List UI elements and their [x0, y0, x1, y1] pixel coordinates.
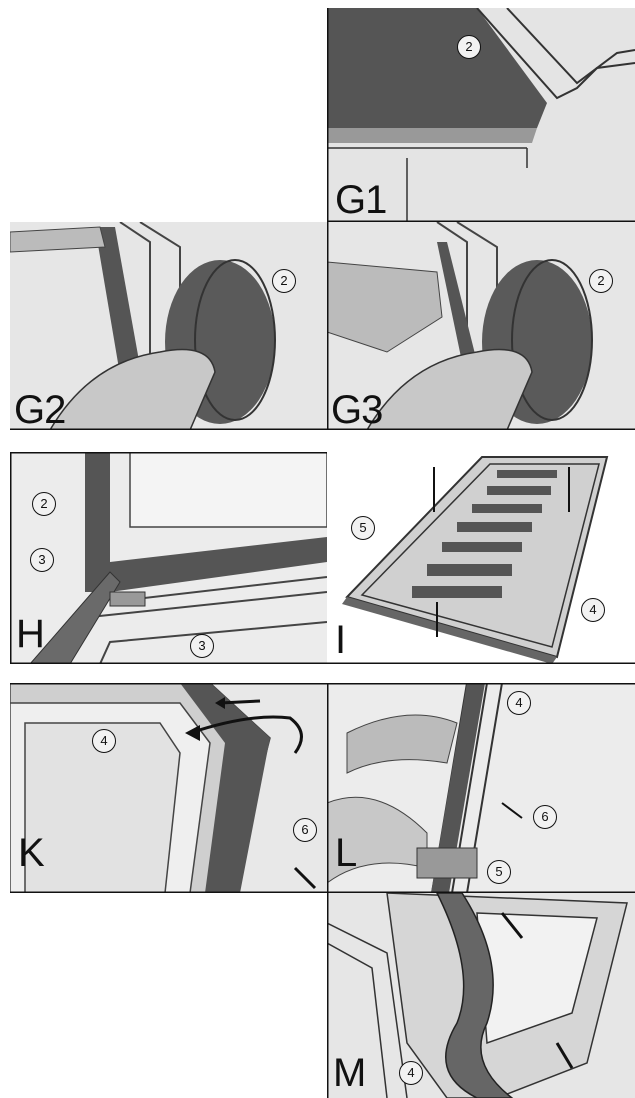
callout-5: 5 — [351, 516, 375, 540]
panel-m: 4 M — [327, 893, 635, 1098]
callout-2: 2 — [457, 35, 481, 59]
callout-6: 6 — [533, 805, 557, 829]
callout-3: 3 — [30, 548, 54, 572]
panel-g2: 2 G2 — [10, 222, 327, 430]
callout-2: 2 — [32, 492, 56, 516]
oven-seal-illustration-i — [327, 452, 635, 664]
panel-label-g3: G3 — [331, 388, 383, 430]
panel-k: 4 6 K — [10, 683, 327, 893]
callout-4: 4 — [581, 598, 605, 622]
panel-g1: 2 G1 — [327, 8, 635, 222]
callout-4: 4 — [507, 691, 531, 715]
panel-i: 5 4 I — [327, 452, 635, 664]
oven-seal-illustration-g1 — [327, 8, 635, 222]
panel-label-g1: G1 — [335, 178, 387, 222]
oven-seal-illustration-k — [10, 683, 327, 893]
oven-seal-illustration-l — [327, 683, 635, 893]
callout-4: 4 — [399, 1061, 423, 1085]
panel-label-i: I — [335, 618, 346, 662]
panel-g3: 2 G3 — [327, 222, 635, 430]
oven-seal-illustration-g2 — [10, 222, 327, 430]
panel-label-l: L — [335, 831, 357, 875]
callout-2: 2 — [272, 269, 296, 293]
oven-seal-illustration-m — [327, 893, 635, 1098]
panel-l: 4 6 5 L — [327, 683, 635, 893]
panel-h: 2 3 3 H — [10, 452, 327, 664]
panel-label-k: K — [18, 831, 45, 875]
callout-6: 6 — [293, 818, 317, 842]
callout-2: 2 — [589, 269, 613, 293]
callout-4: 4 — [92, 729, 116, 753]
oven-seal-illustration-g3 — [327, 222, 635, 430]
callout-3: 3 — [190, 634, 214, 658]
oven-seal-illustration-h — [10, 452, 327, 664]
panel-label-m: M — [333, 1051, 366, 1095]
panel-label-g2: G2 — [14, 388, 66, 430]
panel-label-h: H — [16, 612, 45, 656]
callout-5: 5 — [487, 860, 511, 884]
